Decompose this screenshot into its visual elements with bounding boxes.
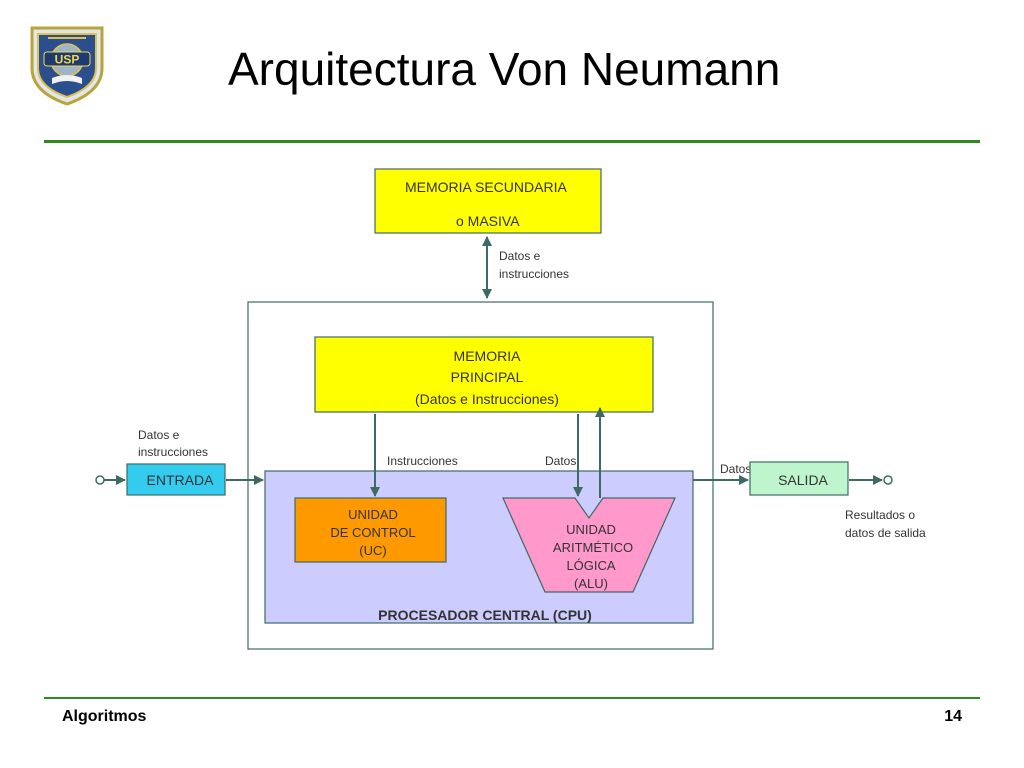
- control-unit-box: [294, 497, 447, 563]
- output-result-line2: datos de salida: [845, 526, 926, 540]
- cpu-label: PROCESADOR CENTRAL (CPU): [378, 607, 592, 623]
- alu-line3: LÓGICA: [566, 558, 615, 573]
- control-unit-line3: (UC): [359, 543, 386, 558]
- secondary-memory-line1: MEMORIA SECUNDARIA: [405, 179, 567, 195]
- secondary-link-label-line2: instrucciones: [499, 267, 569, 281]
- output-box: [749, 461, 849, 496]
- input-terminal: [95, 475, 105, 485]
- bottom-divider: [44, 697, 980, 699]
- page-number: 14: [944, 708, 962, 725]
- main-memory-line1: MEMORIA: [454, 348, 522, 364]
- alu-line4: (ALU): [574, 576, 608, 591]
- output-label: SALIDA: [778, 472, 828, 488]
- von-neumann-diagram: PROCESADOR CENTRAL (CPU) MEMORIA SECUNDA…: [95, 168, 926, 650]
- secondary-memory-line2: o MASIVA: [456, 213, 520, 229]
- main-memory-box: [314, 336, 654, 413]
- control-unit-line1: UNIDAD: [348, 507, 398, 522]
- input-label-line2: instrucciones: [138, 445, 208, 459]
- university-logo: USP: [30, 26, 104, 106]
- logo-text: USP: [55, 53, 80, 67]
- control-unit-line2: DE CONTROL: [330, 525, 415, 540]
- top-divider: [44, 140, 980, 143]
- alu-line2: ARITMÉTICO: [553, 540, 633, 555]
- output-result-line1: Resultados o: [845, 508, 915, 522]
- output-terminal: [883, 475, 893, 485]
- main-memory-line3: (Datos e Instrucciones): [415, 391, 559, 407]
- input-label-line1: Datos e: [138, 428, 180, 442]
- alu-line1: UNIDAD: [566, 522, 616, 537]
- footer-course-name: Algoritmos: [62, 708, 147, 725]
- main-memory-line2: PRINCIPAL: [451, 369, 524, 385]
- data-label: Datos: [545, 454, 576, 468]
- instructions-label: Instrucciones: [387, 454, 458, 468]
- output-data-label: Datos: [720, 462, 751, 476]
- input-label: ENTRADA: [147, 472, 215, 488]
- input-box: [126, 463, 226, 496]
- slide-title: Arquitectura Von Neumann: [228, 43, 781, 95]
- secondary-memory-box: [374, 168, 602, 234]
- alu-shape: [502, 497, 676, 593]
- secondary-link-label-line1: Datos e: [499, 249, 541, 263]
